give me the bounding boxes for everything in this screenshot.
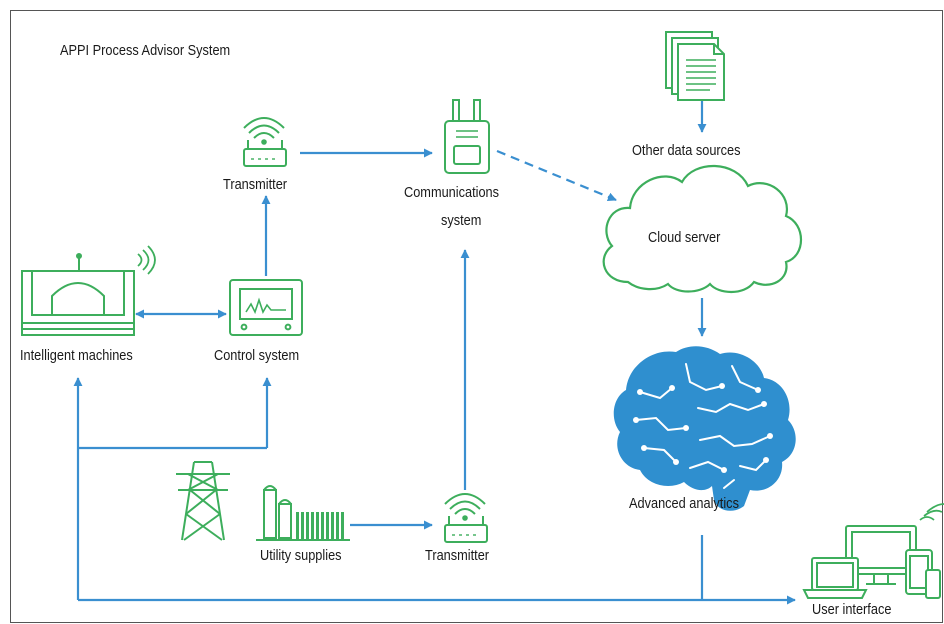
- label-other-data-sources: Other data sources: [632, 143, 741, 159]
- arrow-comms-to-cloud-dashed: [496, 149, 617, 202]
- machine-icon: [21, 245, 156, 336]
- label-transmitter-top: Transmitter: [223, 177, 288, 193]
- label-user-interface: User interface: [812, 602, 892, 618]
- label-communications: Communications: [404, 185, 500, 201]
- router-icon: [444, 493, 488, 543]
- label-cloud-server: Cloud server: [648, 230, 721, 246]
- label-advanced-analytics: Advanced analytics: [629, 496, 739, 512]
- label-utility-supplies: Utility supplies: [260, 548, 342, 564]
- devices-icon: [802, 503, 944, 599]
- diagram-title: APPI Process Advisor System: [60, 43, 231, 59]
- label-intelligent-machines: Intelligent machines: [20, 348, 133, 364]
- brain-icon: [613, 346, 796, 511]
- label-transmitter-bottom: Transmitter: [425, 548, 490, 564]
- label-communications-system: system: [441, 213, 482, 229]
- document-stack-icon: [665, 31, 725, 101]
- cloud-icon: [602, 164, 802, 294]
- handheld-radio-icon: [444, 99, 490, 174]
- power-plant-icon: [176, 461, 350, 541]
- monitor-icon: [229, 279, 303, 336]
- router-icon: [243, 117, 287, 167]
- label-control-system: Control system: [214, 348, 300, 364]
